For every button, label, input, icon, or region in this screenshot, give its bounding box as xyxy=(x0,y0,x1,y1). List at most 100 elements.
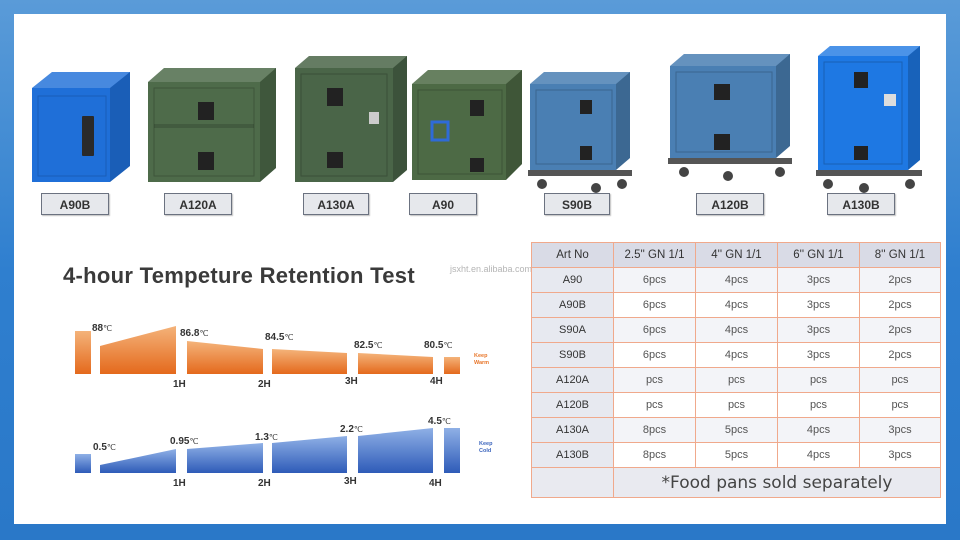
keep-warm-value-label: 88℃ xyxy=(92,323,112,334)
keep-warm-time-label: 2H xyxy=(258,379,271,390)
product-a120b-image xyxy=(668,54,792,181)
product-a120b xyxy=(666,50,796,184)
keep-warm-segment xyxy=(444,357,460,374)
table-row: S90A 6pcs 4pcs 3pcs 2pcs xyxy=(531,317,941,343)
table-cell: 6pcs xyxy=(613,317,696,343)
table-cell: 8pcs xyxy=(613,442,696,468)
product-label-s90b: S90B xyxy=(544,193,610,215)
keep-warm-time-label: 4H xyxy=(430,376,443,387)
table-cell: 2pcs xyxy=(859,342,941,368)
table-cell: 3pcs xyxy=(777,342,860,368)
table-cell: 6pcs xyxy=(613,342,696,368)
table-cell-empty xyxy=(531,467,614,498)
keep-warm-time-label: 1H xyxy=(173,379,186,390)
keep-warm-segment xyxy=(187,341,263,374)
keep-cold-time-label: 2H xyxy=(258,478,271,489)
watermark: jsxht.en.alibaba.com xyxy=(450,264,533,274)
product-a120a xyxy=(144,64,280,194)
table-cell: pcs xyxy=(695,392,778,418)
table-cell: pcs xyxy=(777,367,860,393)
keep-warm-segment xyxy=(272,349,347,374)
keep-cold-value-label: 2.2℃ xyxy=(340,424,363,435)
table-cell: 2pcs xyxy=(859,267,941,293)
table-note-row: *Food pans sold separately xyxy=(531,467,941,498)
table-header: 8'' GN 1/1 xyxy=(859,242,941,268)
table-cell: 3pcs xyxy=(859,417,941,443)
table-cell: A90 xyxy=(531,267,614,293)
table-cell: 5pcs xyxy=(695,442,778,468)
product-s90b-image xyxy=(528,72,632,193)
table-row: A120B pcs pcs pcs pcs xyxy=(531,392,941,418)
keep-cold-value-label: 0.5℃ xyxy=(93,442,116,453)
food-pans-note: *Food pans sold separately xyxy=(613,467,941,498)
keep-warm-segment xyxy=(75,331,91,374)
table-cell: A120B xyxy=(531,392,614,418)
product-a90b xyxy=(26,66,136,188)
product-a120a-image xyxy=(148,68,276,182)
keep-cold-segment xyxy=(272,436,347,473)
keep-cold-segment xyxy=(100,449,176,473)
table-cell: 4pcs xyxy=(777,442,860,468)
table-cell: pcs xyxy=(613,367,696,393)
product-a90 xyxy=(408,66,526,188)
product-s90b xyxy=(526,68,636,194)
keep-cold-value-label: 4.5℃ xyxy=(428,416,451,427)
product-a130a xyxy=(291,52,411,192)
table-cell: 5pcs xyxy=(695,417,778,443)
table-cell: pcs xyxy=(613,392,696,418)
table-row: A90B 6pcs 4pcs 3pcs 2pcs xyxy=(531,292,941,318)
keep-cold-legend-label: Cold xyxy=(479,448,491,454)
table-header: 4'' GN 1/1 xyxy=(695,242,778,268)
keep-cold-time-label: 1H xyxy=(173,478,186,489)
table-cell: 6pcs xyxy=(613,292,696,318)
table-cell: S90A xyxy=(531,317,614,343)
product-a130b-image xyxy=(816,46,922,193)
table-cell: 4pcs xyxy=(695,317,778,343)
table-cell: S90B xyxy=(531,342,614,368)
product-label-a120a: A120A xyxy=(164,193,232,215)
table-cell: A90B xyxy=(531,292,614,318)
table-header: 2.5'' GN 1/1 xyxy=(613,242,696,268)
product-a90b-image xyxy=(32,72,130,182)
keep-cold-segment xyxy=(444,428,460,473)
keep-cold-time-label: 4H xyxy=(429,478,442,489)
product-label-a130b: A130B xyxy=(827,193,895,215)
table-cell: 3pcs xyxy=(777,267,860,293)
table-cell: 3pcs xyxy=(777,292,860,318)
slide: A90B A120A A130A A90 S90B A120B A130B 4-… xyxy=(14,14,946,524)
table-header: 6'' GN 1/1 xyxy=(777,242,860,268)
table-cell: A130B xyxy=(531,442,614,468)
table-header: Art No xyxy=(531,242,614,268)
table-cell: 3pcs xyxy=(859,442,941,468)
keep-warm-segment xyxy=(358,353,433,374)
table-cell: pcs xyxy=(859,392,941,418)
keep-warm-legend-label: Warm xyxy=(474,360,489,366)
product-label-a90: A90 xyxy=(409,193,477,215)
table-cell: 4pcs xyxy=(695,292,778,318)
table-cell: pcs xyxy=(695,367,778,393)
table-cell: 4pcs xyxy=(777,417,860,443)
table-cell: pcs xyxy=(859,367,941,393)
table-cell: 4pcs xyxy=(695,267,778,293)
keep-cold-time-label: 3H xyxy=(344,476,357,487)
product-a90-image xyxy=(412,70,522,180)
product-label-a90b: A90B xyxy=(41,193,109,215)
product-label-a120b: A120B xyxy=(696,193,764,215)
keep-warm-legend-label: Keep xyxy=(474,353,488,359)
table-cell: 2pcs xyxy=(859,292,941,318)
keep-cold-legend-label: Keep xyxy=(479,441,493,447)
table-cell: pcs xyxy=(777,392,860,418)
keep-warm-value-label: 84.5℃ xyxy=(265,332,293,343)
table-row: A130B 8pcs 5pcs 4pcs 3pcs xyxy=(531,442,941,468)
table-row: A130A 8pcs 5pcs 4pcs 3pcs xyxy=(531,417,941,443)
chart-title: 4-hour Tempeture Retention Test xyxy=(63,263,415,288)
table-cell: A120A xyxy=(531,367,614,393)
keep-cold-segment xyxy=(358,428,433,473)
keep-warm-value-label: 86.8℃ xyxy=(180,328,208,339)
product-a130a-image xyxy=(295,56,407,182)
table-header-row: Art No 2.5'' GN 1/1 4'' GN 1/1 6'' GN 1/… xyxy=(531,242,941,268)
keep-warm-value-label: 82.5℃ xyxy=(354,340,382,351)
product-a130b xyxy=(814,42,924,194)
